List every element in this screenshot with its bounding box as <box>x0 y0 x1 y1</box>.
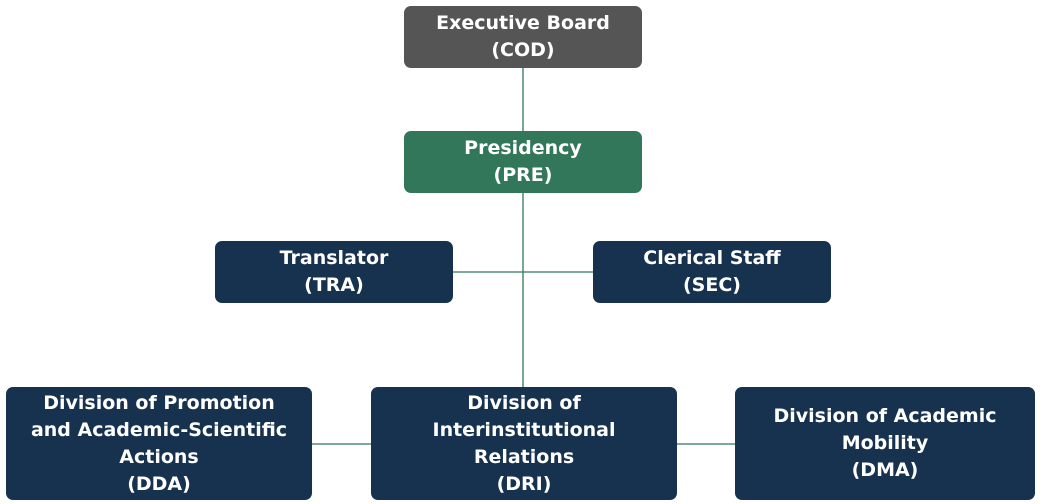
node-title-line: Division of Academic <box>773 405 997 427</box>
node-division-interinstitutional: Division of Interinstitutional Relations… <box>371 387 677 500</box>
node-title-line: Division of Promotion <box>43 391 275 414</box>
node-title: Executive Board <box>436 12 610 34</box>
node-title-line: Relations <box>473 445 575 468</box>
node-code: (SEC) <box>683 274 741 296</box>
node-title-line: Actions <box>119 445 199 468</box>
node-title-line: and Academic-Scientific <box>30 418 288 441</box>
node-title: Translator <box>279 247 389 269</box>
node-presidency: Presidency (PRE) <box>404 131 642 193</box>
node-title: Clerical Staff <box>643 247 781 269</box>
node-division-promotion: Division of Promotion and Academic-Scien… <box>6 387 312 500</box>
node-division-academic-mobility: Division of Academic Mobility (DMA) <box>735 387 1035 500</box>
node-code: (COD) <box>491 39 555 61</box>
node-translator: Translator (TRA) <box>215 241 453 303</box>
node-code: (DDA) <box>127 472 191 495</box>
node-code: (DRI) <box>496 472 552 495</box>
node-clerical-staff: Clerical Staff (SEC) <box>593 241 831 303</box>
node-code: (PRE) <box>493 164 553 186</box>
node-code: (TRA) <box>304 274 364 296</box>
node-code: (DMA) <box>851 459 919 481</box>
node-title: Presidency <box>464 137 582 159</box>
node-title-line: Mobility <box>841 432 929 454</box>
node-executive-board: Executive Board (COD) <box>404 6 642 68</box>
node-title-line: Division of <box>467 391 581 414</box>
node-title-line: Interinstitutional <box>432 418 616 441</box>
